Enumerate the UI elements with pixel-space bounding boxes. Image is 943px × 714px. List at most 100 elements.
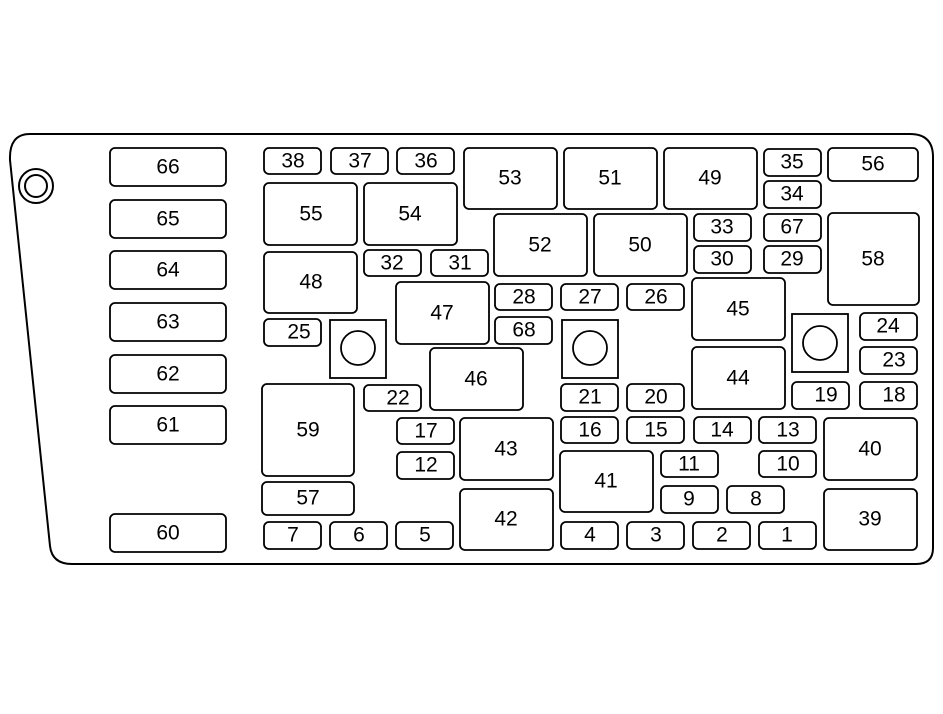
svg-text:25: 25 bbox=[287, 321, 310, 344]
fuse-61: 61 bbox=[109, 405, 227, 445]
mounting-hole bbox=[18, 168, 54, 204]
svg-text:41: 41 bbox=[594, 470, 617, 493]
relay-54: 54 bbox=[363, 182, 458, 246]
svg-text:52: 52 bbox=[528, 234, 551, 257]
fuse-9: 9 bbox=[660, 485, 719, 514]
svg-text:64: 64 bbox=[156, 259, 180, 282]
svg-text:61: 61 bbox=[156, 414, 179, 437]
fuse-24: 24 bbox=[859, 312, 918, 341]
svg-text:8: 8 bbox=[750, 488, 762, 511]
relay-50: 50 bbox=[593, 213, 688, 277]
svg-text:47: 47 bbox=[430, 302, 453, 325]
svg-text:42: 42 bbox=[494, 508, 517, 531]
fuse-20: 20 bbox=[626, 383, 685, 412]
svg-text:5: 5 bbox=[419, 524, 431, 547]
svg-text:57: 57 bbox=[296, 487, 319, 510]
svg-text:67: 67 bbox=[780, 216, 803, 239]
svg-text:12: 12 bbox=[414, 454, 437, 477]
mounting-stud bbox=[561, 319, 619, 379]
svg-text:44: 44 bbox=[726, 367, 750, 390]
svg-text:20: 20 bbox=[644, 386, 667, 409]
svg-text:45: 45 bbox=[726, 298, 749, 321]
svg-text:40: 40 bbox=[858, 438, 881, 461]
fuse-7: 7 bbox=[263, 521, 322, 550]
fuse-1: 1 bbox=[758, 521, 817, 550]
fuse-8: 8 bbox=[726, 485, 785, 514]
relay-55: 55 bbox=[263, 182, 358, 246]
svg-text:32: 32 bbox=[380, 252, 403, 275]
fuse-19: 19 bbox=[791, 381, 850, 410]
svg-text:51: 51 bbox=[598, 167, 621, 190]
svg-text:29: 29 bbox=[780, 248, 803, 271]
svg-text:23: 23 bbox=[882, 349, 905, 372]
svg-text:3: 3 bbox=[650, 524, 662, 547]
relay-42: 42 bbox=[459, 488, 554, 551]
svg-text:53: 53 bbox=[498, 167, 521, 190]
fuse-12: 12 bbox=[396, 451, 455, 480]
fuse-10: 10 bbox=[758, 450, 817, 478]
fuse-64: 64 bbox=[109, 250, 227, 290]
relay-59: 59 bbox=[261, 383, 355, 477]
fuse-15: 15 bbox=[626, 416, 685, 444]
svg-text:55: 55 bbox=[299, 203, 322, 226]
fuse-56: 56 bbox=[827, 147, 919, 182]
fuse-37: 37 bbox=[330, 147, 389, 175]
relay-48: 48 bbox=[263, 251, 358, 314]
svg-text:1: 1 bbox=[781, 524, 793, 547]
svg-text:19: 19 bbox=[814, 384, 837, 407]
fuse-30: 30 bbox=[693, 245, 752, 274]
svg-text:30: 30 bbox=[710, 248, 733, 271]
fuse-14: 14 bbox=[693, 416, 752, 444]
svg-text:14: 14 bbox=[710, 419, 734, 442]
svg-text:66: 66 bbox=[156, 156, 179, 179]
svg-text:49: 49 bbox=[698, 167, 721, 190]
relay-49: 49 bbox=[663, 147, 758, 210]
fuse-57: 57 bbox=[261, 481, 355, 516]
relay-52: 52 bbox=[493, 213, 588, 277]
fuse-17: 17 bbox=[396, 417, 455, 445]
svg-text:65: 65 bbox=[156, 208, 179, 231]
svg-text:16: 16 bbox=[578, 419, 601, 442]
relay-44: 44 bbox=[691, 346, 786, 410]
fuse-60: 60 bbox=[109, 513, 227, 553]
fuse-65: 65 bbox=[109, 199, 227, 239]
fuse-16: 16 bbox=[560, 416, 619, 444]
svg-text:33: 33 bbox=[710, 216, 733, 239]
svg-text:22: 22 bbox=[386, 387, 409, 410]
svg-text:31: 31 bbox=[448, 252, 471, 275]
svg-text:15: 15 bbox=[644, 419, 667, 442]
fuse-26: 26 bbox=[626, 283, 685, 311]
svg-text:6: 6 bbox=[353, 524, 365, 547]
fuse-36: 36 bbox=[396, 147, 455, 175]
mounting-stud bbox=[791, 313, 849, 373]
relay-51: 51 bbox=[563, 147, 658, 210]
svg-text:48: 48 bbox=[299, 271, 322, 294]
fuse-38: 38 bbox=[263, 147, 322, 175]
fuse-13: 13 bbox=[758, 416, 817, 444]
svg-text:24: 24 bbox=[876, 315, 900, 338]
svg-text:13: 13 bbox=[776, 419, 799, 442]
fuse-11: 11 bbox=[660, 450, 719, 478]
mounting-stud bbox=[329, 319, 387, 379]
svg-text:21: 21 bbox=[578, 386, 601, 409]
fuse-2: 2 bbox=[692, 521, 751, 550]
fuse-62: 62 bbox=[109, 354, 227, 394]
svg-text:46: 46 bbox=[464, 368, 487, 391]
fuse-34: 34 bbox=[763, 180, 822, 209]
svg-text:18: 18 bbox=[882, 384, 905, 407]
svg-text:43: 43 bbox=[494, 438, 517, 461]
relay-53: 53 bbox=[463, 147, 558, 210]
fuse-31: 31 bbox=[430, 249, 489, 277]
svg-text:34: 34 bbox=[780, 183, 804, 206]
svg-text:56: 56 bbox=[861, 153, 884, 176]
relay-40: 40 bbox=[823, 417, 918, 481]
fuse-23: 23 bbox=[859, 346, 918, 375]
fuse-22: 22 bbox=[363, 384, 422, 412]
svg-text:60: 60 bbox=[156, 522, 179, 545]
svg-text:17: 17 bbox=[414, 420, 437, 443]
fuse-25: 25 bbox=[263, 318, 322, 347]
svg-text:38: 38 bbox=[281, 150, 304, 173]
fuse-5: 5 bbox=[395, 521, 454, 550]
fuse-28: 28 bbox=[494, 283, 553, 311]
